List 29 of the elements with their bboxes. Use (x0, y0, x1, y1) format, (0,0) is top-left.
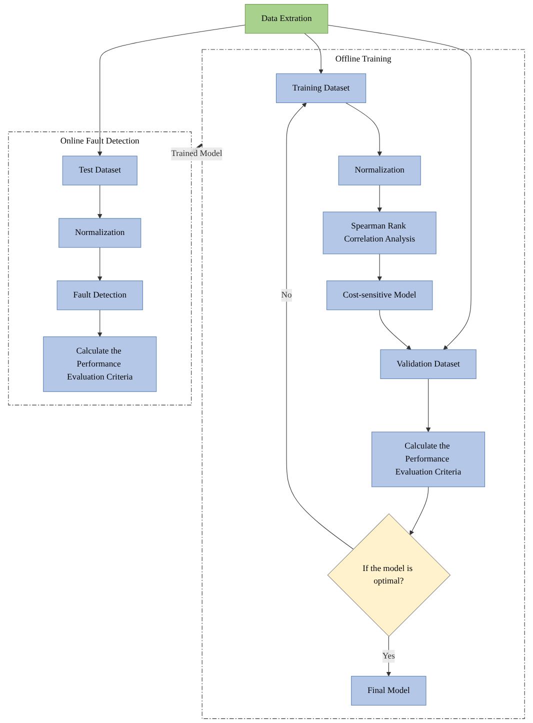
node-box: Final Model (351, 676, 426, 706)
node-box: Validation Dataset (380, 349, 476, 379)
node-box: Calculate the Performance Evaluation Criteria (372, 432, 486, 488)
node-diamond: If the model is optimal? (327, 513, 451, 637)
arrow (304, 33, 324, 74)
edge-label: Yes (382, 651, 395, 661)
arrow (286, 102, 354, 550)
edge-label: Trained Model (171, 149, 222, 158)
node-box: Calculate the Performance Evaluation Criteria (43, 336, 157, 392)
arrow (377, 254, 382, 282)
node-box: Normalization (58, 218, 142, 248)
node-box: Test Dataset (62, 156, 138, 186)
edge-label: No (281, 290, 292, 300)
node-box: Training Dataset (276, 73, 366, 104)
arrow (426, 378, 431, 432)
arrow (345, 102, 382, 156)
arrow (98, 247, 102, 282)
arrow (379, 310, 412, 350)
node-box: Data Extration (244, 4, 328, 34)
arrow (98, 184, 102, 219)
arrow (98, 24, 246, 156)
arrow (410, 486, 429, 536)
node-box: Normalization (338, 156, 421, 186)
node-box: Fault Detection (56, 280, 143, 310)
arrow (377, 184, 382, 212)
arrow (98, 310, 102, 337)
arrow (328, 24, 472, 350)
node-box: Spearman Rank Correlation Analysis (322, 212, 436, 254)
node-box: Cost-sensitive Model (326, 280, 433, 310)
